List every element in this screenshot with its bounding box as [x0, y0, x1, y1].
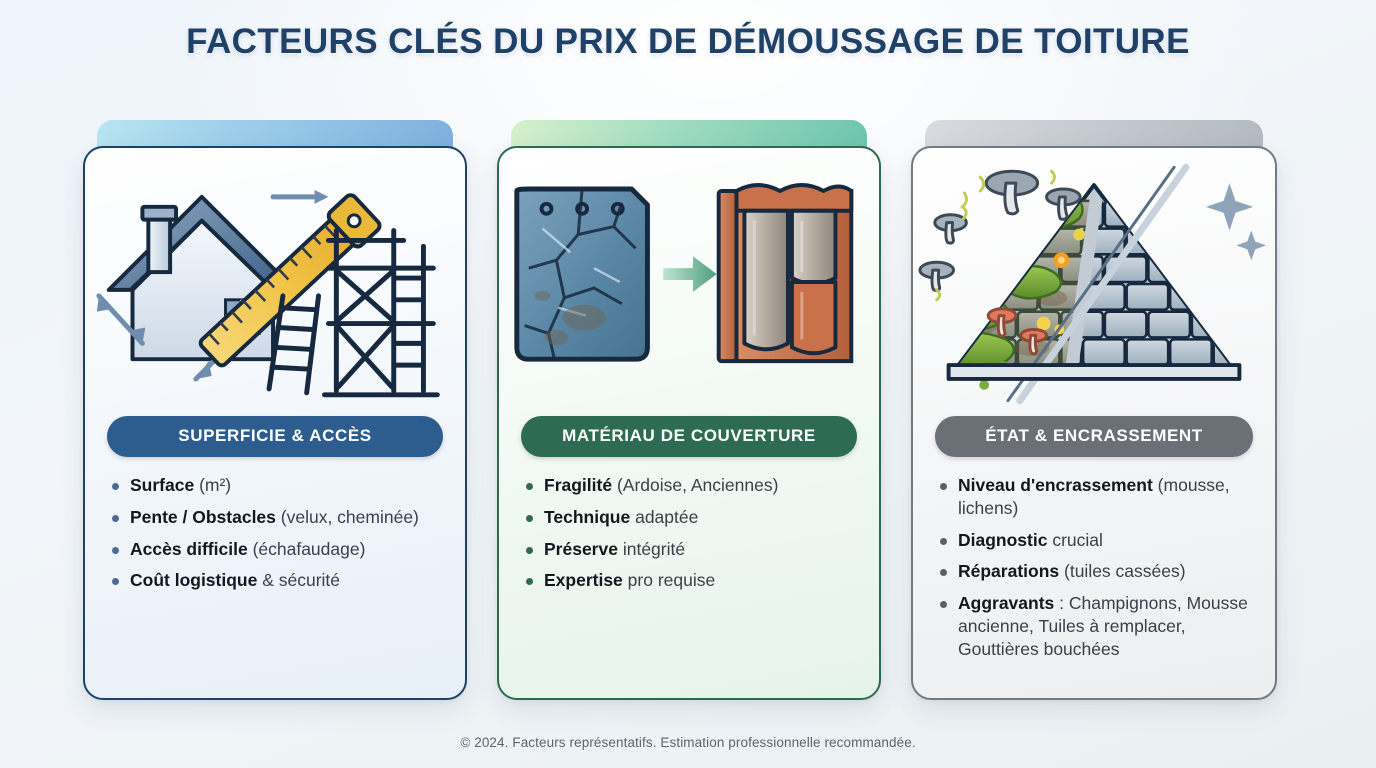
- list-item: Expertise pro requise: [525, 569, 859, 592]
- card-etat-encrassement: ÉTAT & ENCRASSEMENT Niveau d'encrassemen…: [911, 120, 1277, 700]
- card-header-pill: SUPERFICIE & ACCÈS: [107, 416, 443, 457]
- list-item: Aggravants : Champignons, Mousse ancienn…: [939, 592, 1255, 660]
- illustration-materiau: [499, 148, 879, 416]
- list-item-rest: (m²): [194, 475, 232, 495]
- list-item: Diagnostic crucial: [939, 529, 1255, 552]
- list-item: Pente / Obstacles (velux, cheminée): [111, 506, 445, 529]
- pill-row: MATÉRIAU DE COUVERTURE: [499, 416, 879, 457]
- cards-row: SUPERFICIE & ACCÈS Surface (m²) Pente / …: [83, 120, 1277, 700]
- list-item: Réparations (tuiles cassées): [939, 560, 1255, 583]
- list-item-rest: (mousse, lichens): [958, 475, 1230, 518]
- feature-list: Fragilité (Ardoise, Anciennes) Technique…: [499, 457, 879, 698]
- list-item: Niveau d'encrassement (mousse, lichens): [939, 474, 1255, 520]
- list-item-strong: Technique: [544, 506, 631, 527]
- list-item: Accès difficile (échafaudage): [111, 538, 445, 561]
- list-item-strong: Réparations: [958, 561, 1060, 582]
- card-superficie-acces: SUPERFICIE & ACCÈS Surface (m²) Pente / …: [83, 120, 467, 700]
- card-materiau-couverture: MATÉRIAU DE COUVERTURE Fragilité (Ardois…: [497, 120, 881, 700]
- list-item-strong: Coût logistique: [130, 570, 258, 591]
- page-title-wrap: FACTEURS CLÉS DU PRIX DE DÉMOUSSAGE DE T…: [0, 22, 1376, 62]
- list-item-strong: Pente / Obstacles: [130, 506, 276, 527]
- illustration-superficie: [85, 148, 465, 416]
- page-title: FACTEURS CLÉS DU PRIX DE DÉMOUSSAGE DE T…: [186, 22, 1190, 61]
- list-item-rest: (velux, cheminée): [275, 506, 419, 527]
- list-item-rest: intégrité: [617, 538, 686, 559]
- list-item-strong: Niveau d'encrassement: [958, 475, 1153, 495]
- list-item-rest: pro requise: [622, 570, 716, 591]
- list-item-rest: adaptée: [630, 506, 699, 527]
- list-item-rest: (Ardoise, Anciennes): [612, 475, 779, 495]
- illustration-etat: [913, 148, 1275, 416]
- list-item-rest: (échafaudage): [247, 538, 366, 559]
- card-body: SUPERFICIE & ACCÈS Surface (m²) Pente / …: [83, 146, 467, 700]
- feature-list: Niveau d'encrassement (mousse, lichens) …: [913, 457, 1275, 698]
- pill-row: ÉTAT & ENCRASSEMENT: [913, 416, 1275, 457]
- list-item: Coût logistique & sécurité: [111, 569, 445, 592]
- list-item-rest: : Champignons, Mousse ancienne, Tuiles à…: [958, 593, 1248, 659]
- list-item: Fragilité (Ardoise, Anciennes): [525, 474, 859, 497]
- pill-row: SUPERFICIE & ACCÈS: [85, 416, 465, 457]
- card-header-pill: MATÉRIAU DE COUVERTURE: [521, 416, 857, 457]
- footer-note: © 2024. Facteurs représentatifs. Estimat…: [460, 735, 916, 750]
- list-item-strong: Surface: [130, 475, 195, 495]
- card-body: MATÉRIAU DE COUVERTURE Fragilité (Ardois…: [497, 146, 881, 700]
- list-item-strong: Aggravants: [958, 593, 1055, 613]
- list-item-rest: (tuiles cassées): [1059, 561, 1186, 582]
- list-item-strong: Préserve: [544, 538, 618, 559]
- list-item: Préserve intégrité: [525, 538, 859, 561]
- feature-list: Surface (m²) Pente / Obstacles (velux, c…: [85, 457, 465, 698]
- list-item-strong: Diagnostic: [958, 529, 1048, 550]
- slate-tile-arrow-clay-tiles-icon: [514, 183, 854, 364]
- list-item: Surface (m²): [111, 474, 445, 497]
- list-item-rest: crucial: [1047, 529, 1103, 550]
- house-measuring-tape-ladder-scaffolding-icon: [96, 189, 440, 398]
- list-item: Technique adaptée: [525, 506, 859, 529]
- list-item-strong: Fragilité: [544, 475, 613, 495]
- list-item-rest: & sécurité: [257, 570, 341, 591]
- list-item-strong: Expertise: [544, 570, 623, 591]
- mossy-versus-clean-roof-icon: [918, 163, 1267, 405]
- card-header-pill: ÉTAT & ENCRASSEMENT: [935, 416, 1253, 457]
- list-item-strong: Accès difficile: [130, 538, 248, 559]
- card-body: ÉTAT & ENCRASSEMENT Niveau d'encrassemen…: [911, 146, 1277, 700]
